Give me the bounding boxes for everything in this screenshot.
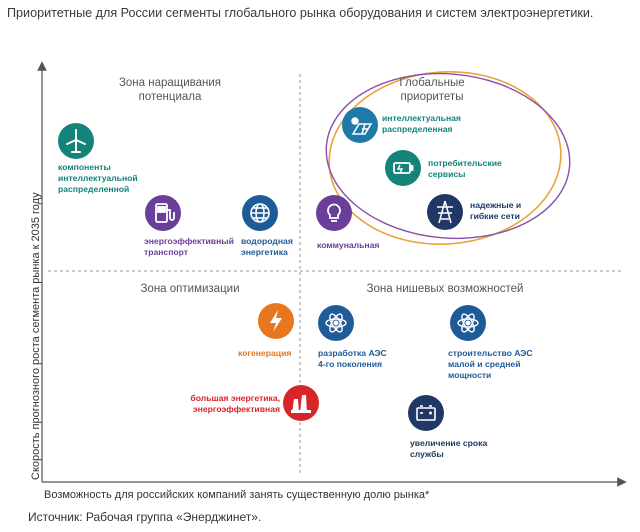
solar-panel-icon — [342, 107, 378, 143]
label-energy-transport: энергоэффективный транспорт — [144, 236, 234, 257]
global-priorities-ellipse-purple — [325, 72, 571, 240]
light-bulb-icon — [316, 195, 352, 231]
label-consumer-services: потребительские сервисы — [428, 158, 502, 179]
zone-title-optimization: Зона оптимизации — [140, 283, 240, 295]
label-communal: коммунальная — [317, 240, 380, 250]
label-wind-components: компоненты интеллектуальной распределенн… — [58, 162, 138, 194]
source-note: Источник: Рабочая группа «Энерджинет». — [28, 510, 262, 524]
x-axis-label: Возможность для российских компаний заня… — [44, 489, 430, 501]
wind-turbine-icon — [58, 123, 94, 159]
label-service-life: увеличение срока службы — [410, 438, 488, 459]
label-cogeneration: когенерация — [238, 348, 292, 358]
zone-title-niche: Зона нишевых возможностей — [366, 283, 524, 295]
y-axis-label: Скорость прогнозного роста сегмента рынк… — [30, 192, 42, 480]
lightning-bolt-icon — [258, 303, 294, 339]
car-battery-icon — [408, 395, 444, 431]
atom-icon — [450, 305, 486, 341]
ev-charger-icon — [145, 195, 181, 231]
power-plant-icon — [283, 385, 319, 421]
atom-icon — [318, 305, 354, 341]
zone-title-global: Глобальные приоритеты — [399, 77, 465, 103]
label-npp-4gen: разработка АЭС 4-го поколения — [318, 348, 387, 369]
power-tower-icon — [427, 194, 463, 230]
label-smart-distributed: интеллектуальная распределенная — [382, 113, 461, 134]
zone-title-growth: Зона наращивания потенциала — [118, 77, 222, 103]
label-hydrogen: водородная энергетика — [241, 236, 293, 257]
battery-icon — [385, 150, 421, 186]
label-big-energy: большая энергетика, энергоэффективная — [190, 393, 280, 414]
figure-title: Приоритетные для России сегменты глобаль… — [7, 6, 594, 20]
global-priorities-ellipse-orange — [328, 71, 562, 245]
globe-leaf-icon — [242, 195, 278, 231]
label-reliable-networks: надежные и гибкие сети — [470, 200, 522, 221]
label-npp-small: строительство АЭС малой и средней мощнос… — [448, 348, 533, 380]
